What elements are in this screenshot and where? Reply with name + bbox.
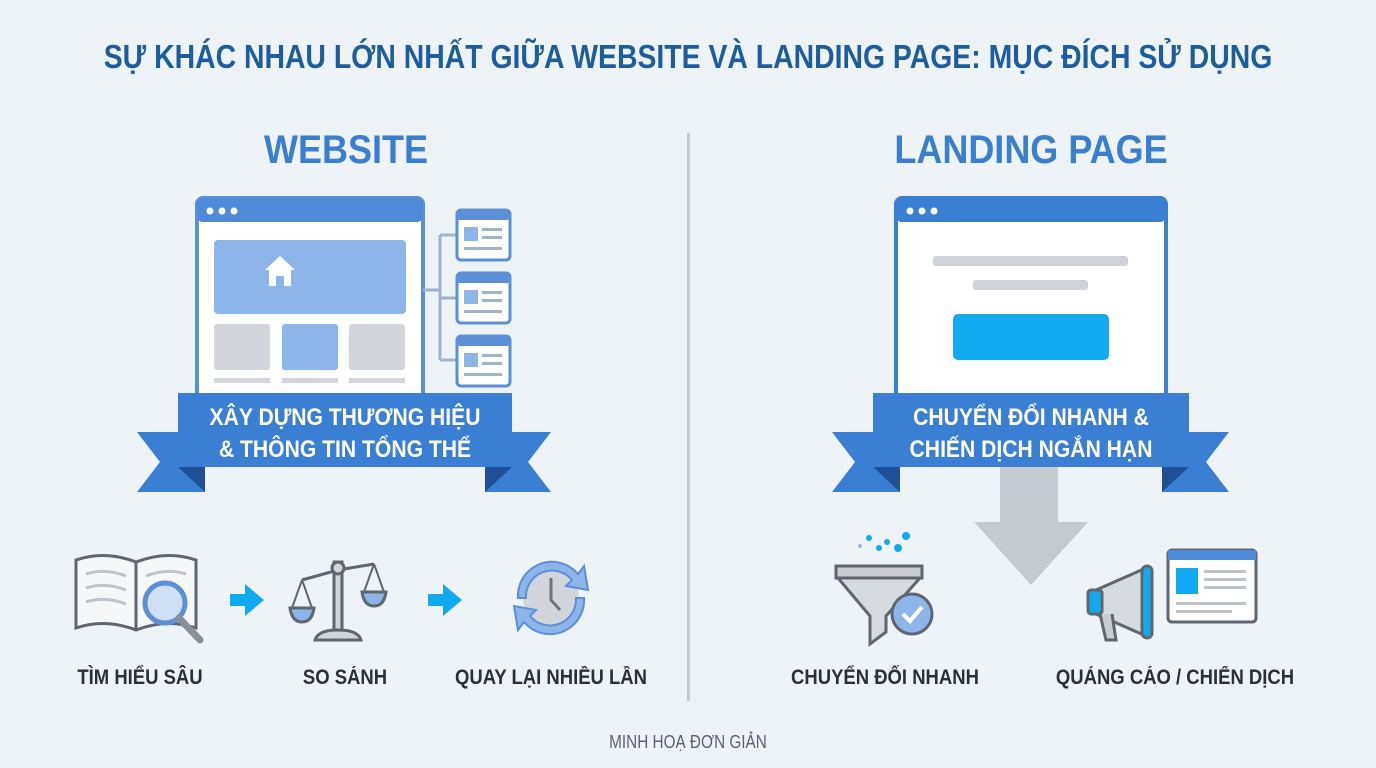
browser-window-icon [195,196,425,410]
down-arrow-icon [974,467,1088,585]
center-divider [687,133,690,701]
item-label: CHUYỂN ĐỔI NHANH [791,666,979,689]
item-label: QUẢNG CÁO / CHIẾN DỊCH [1055,666,1295,689]
step-label: SO SÁNH [302,666,388,689]
cta-button-icon [953,314,1109,360]
arrow-right-icon [428,584,462,616]
ribbon-line: CHIẾN DỊCH NGẮN HẠN [909,436,1153,463]
website-illustration [137,196,551,492]
step-label: TÌM HIỂU SÂU [77,666,203,689]
landing-items-icons [834,532,1258,647]
landing-illustration [832,196,1229,585]
ribbon-banner [832,393,1229,492]
sitemap-pages-icon [423,233,457,362]
ribbon-line: XÂY DỰNG THƯƠNG HIỆU [209,404,481,431]
website-ribbon-text: XÂY DỰNG THƯƠNG HIỆU & THÔNG TIN TỔNG TH… [198,402,492,466]
landing-ribbon-text: CHUYỂN ĐỔI NHANH & CHIẾN DỊCH NGẮN HẠN [892,402,1170,466]
step-label: QUAY LẠI NHIỀU LẦN [454,666,648,689]
book-search-icon [74,554,204,644]
footer-caption: MINH HOẠ ĐƠN GIẢN [609,732,767,752]
website-heading: WEBSITE [263,128,428,172]
page-title: SỰ KHÁC NHAU LỚN NHẤT GIỮA WEBSITE VÀ LA… [103,38,1273,75]
ribbon-line: & THÔNG TIN TỔNG THỂ [218,436,472,463]
landing-browser-icon [894,196,1168,410]
megaphone-ad-icon [1086,548,1258,642]
website-steps-icons [74,554,590,644]
subpage-cards-icon [455,208,512,388]
scale-icon [288,560,388,642]
funnel-check-icon [834,532,934,647]
arrow-right-icon [230,584,264,616]
landing-heading: LANDING PAGE [894,128,1168,172]
clock-refresh-icon [512,560,590,636]
ribbon-banner [137,393,551,492]
ribbon-line: CHUYỂN ĐỔI NHANH & [913,404,1149,431]
